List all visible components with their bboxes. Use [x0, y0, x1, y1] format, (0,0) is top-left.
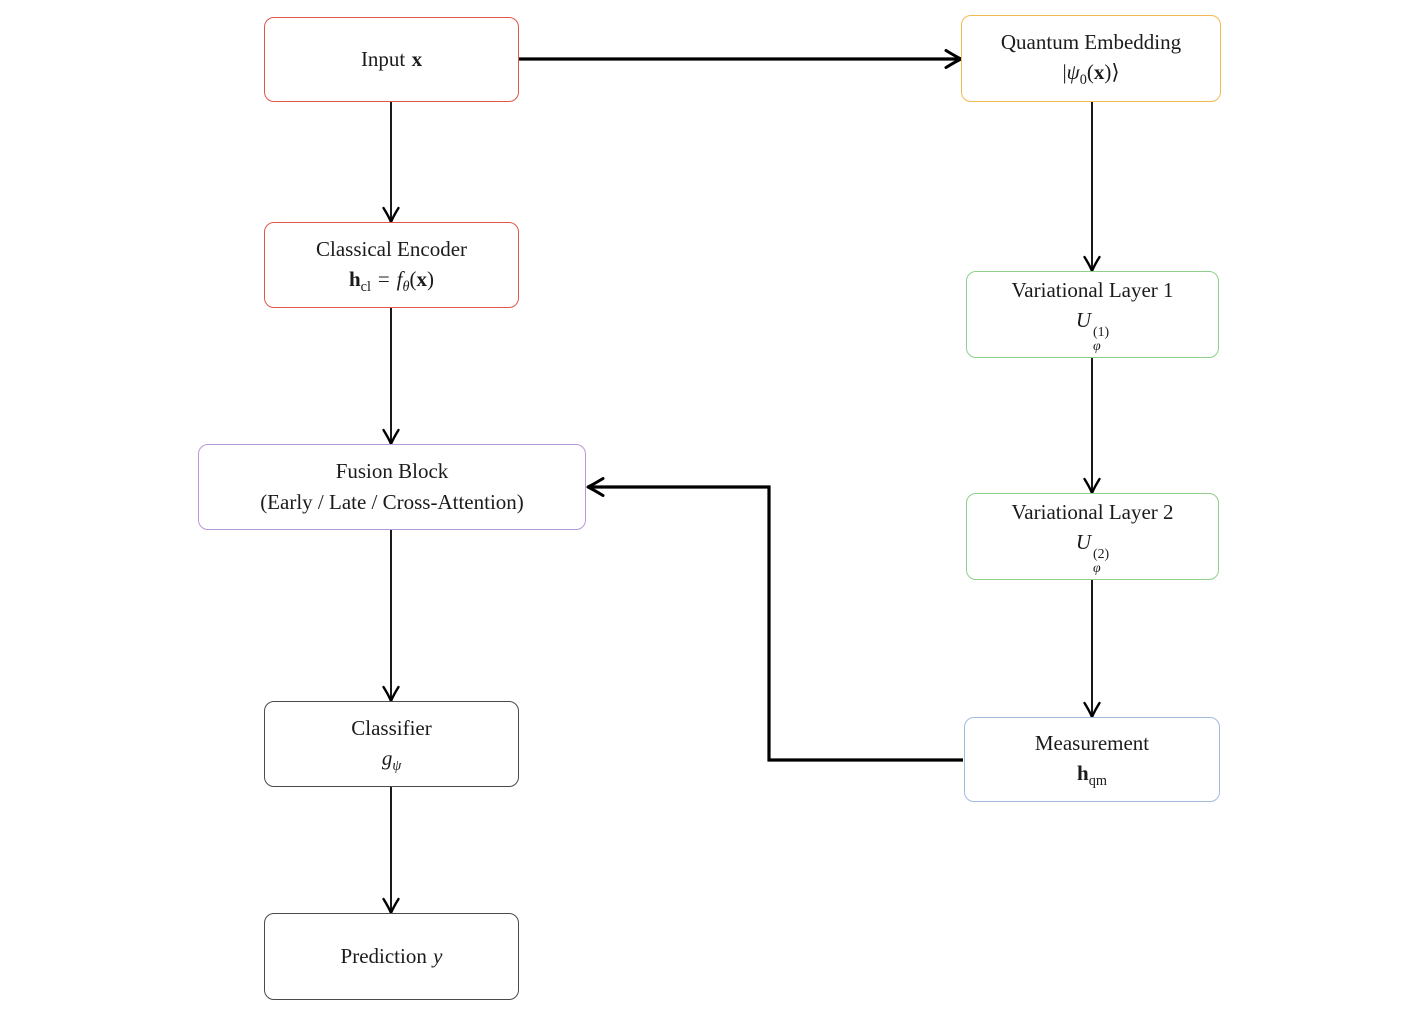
formula-psi-sub: 0: [1079, 72, 1087, 89]
node-classifier-title-text: Classifier: [351, 715, 432, 740]
formula-U-sup: (2): [1093, 546, 1110, 562]
formula-h: h: [348, 266, 361, 291]
node-input-var: x: [411, 46, 423, 71]
node-prediction-var: y: [433, 943, 443, 968]
node-measurement-formula: hqm: [1077, 760, 1107, 788]
node-classical-encoder-formula: hcl =fθ(x): [349, 266, 434, 294]
node-fusion-block-title: Fusion Block: [336, 458, 449, 485]
formula-U-scripts: (1)φ: [1093, 324, 1110, 353]
node-quantum-embedding-title-text: Quantum Embedding: [1000, 30, 1182, 55]
formula-f-sub: θ: [402, 279, 410, 296]
formula-h-sub: cl: [360, 279, 371, 296]
formula-U-sub: φ: [1093, 559, 1101, 575]
formula-arg-x: x: [1093, 60, 1105, 85]
edge-measurement-to-fusion-block: [586, 477, 963, 762]
node-variational-layer-2-title: Variational Layer 2: [1011, 499, 1173, 526]
node-classical-encoder: Classical Encoder hcl =fθ(x): [264, 222, 519, 308]
formula-U-sup: (1): [1093, 324, 1110, 340]
node-fusion-block-title-text: Fusion Block: [335, 459, 449, 484]
node-fusion-block: Fusion Block (Early / Late / Cross-Atten…: [198, 444, 586, 530]
node-quantum-embedding: Quantum Embedding |ψ0(x)⟩: [961, 15, 1221, 102]
node-variational-layer-1-title: Variational Layer 1: [1011, 277, 1173, 304]
formula-ket-bar: |: [1062, 60, 1067, 85]
node-variational-layer-1-formula: U(1)φ: [1075, 307, 1110, 353]
node-classifier-title: Classifier: [351, 715, 431, 742]
formula-f: f: [396, 266, 403, 291]
node-quantum-embedding-title: Quantum Embedding: [1001, 29, 1181, 56]
node-classifier-formula: gψ: [382, 745, 401, 773]
formula-close-ket: )⟩: [1104, 60, 1120, 85]
formula-open-paren: (: [409, 266, 417, 291]
formula-equals: =: [377, 266, 390, 291]
formula-U-scripts: (2)φ: [1093, 546, 1110, 575]
node-classical-encoder-title: Classical Encoder: [316, 236, 467, 263]
formula-g-sub: ψ: [392, 758, 402, 775]
node-measurement-title: Measurement: [1035, 730, 1149, 757]
node-variational-layer-1: Variational Layer 1 U(1)φ: [966, 271, 1219, 358]
formula-psi: ψ: [1066, 60, 1080, 85]
formula-arg-x: x: [416, 266, 428, 291]
node-variational-layer-2: Variational Layer 2 U(2)φ: [966, 493, 1219, 580]
node-measurement: Measurement hqm: [964, 717, 1220, 802]
node-variational-layer-1-title-text: Variational Layer 1: [1011, 278, 1174, 303]
formula-U: U: [1075, 530, 1091, 555]
formula-g: g: [381, 745, 393, 770]
node-input-title: Input: [360, 46, 406, 71]
formula-h: h: [1077, 761, 1089, 786]
node-classical-encoder-title-text: Classical Encoder: [315, 236, 468, 261]
formula-U-sub: φ: [1093, 337, 1101, 353]
node-fusion-block-subtitle-text: (Early / Late / Cross-Attention): [260, 489, 524, 514]
node-classifier: Classifier gψ: [264, 701, 519, 787]
node-prediction-title: Prediction: [340, 943, 427, 968]
node-quantum-embedding-formula: |ψ0(x)⟩: [1062, 59, 1119, 87]
formula-close-paren: ): [427, 266, 435, 291]
node-variational-layer-2-formula: U(2)φ: [1075, 529, 1110, 575]
node-fusion-block-subtitle: (Early / Late / Cross-Attention): [260, 489, 524, 516]
node-variational-layer-2-title-text: Variational Layer 2: [1011, 500, 1174, 525]
formula-open-paren: (: [1086, 60, 1094, 85]
node-measurement-title-text: Measurement: [1034, 731, 1150, 756]
formula-h-sub: qm: [1088, 773, 1107, 790]
formula-U: U: [1075, 308, 1091, 333]
